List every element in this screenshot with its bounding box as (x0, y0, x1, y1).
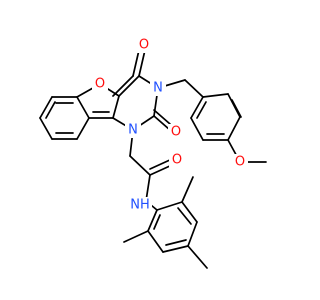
furan-oxygen-label: O (95, 77, 105, 92)
molecule-structure: O O N O N O NH O (39, 37, 267, 269)
ketone-oxygen-right-label: O (171, 125, 181, 140)
ketone-oxygen-top-label: O (139, 38, 149, 53)
atom-labels: O O N O N O NH O (92, 37, 248, 213)
nitrogen-n1-label: N (128, 123, 138, 138)
amide-nh-label: NH (130, 198, 150, 213)
methoxy-oxygen-label: O (235, 155, 245, 170)
amide-oxygen-label: O (172, 153, 182, 168)
nitrogen-n3-label: N (153, 81, 163, 96)
